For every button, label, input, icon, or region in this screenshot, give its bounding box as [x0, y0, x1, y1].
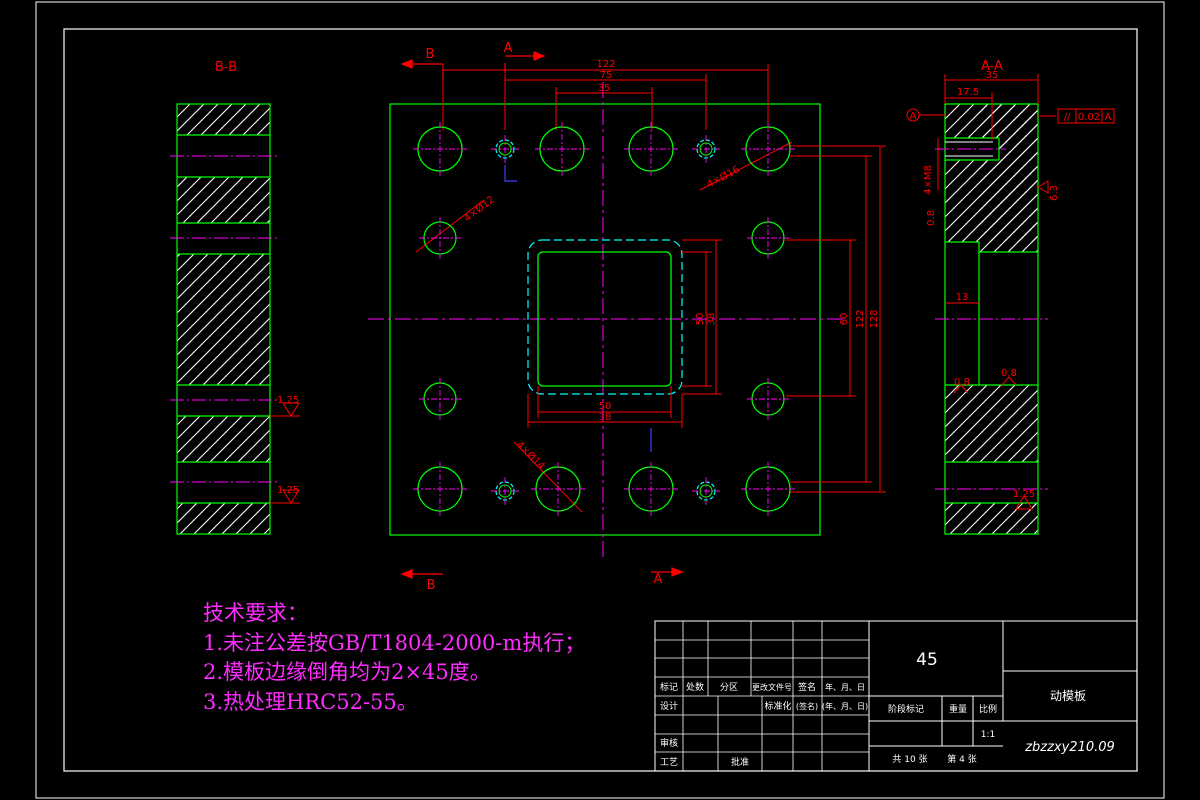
change-doc-label: 更改文件号 — [752, 682, 792, 692]
thread-minor-diameter — [498, 142, 512, 156]
scale-label: 比例 — [979, 703, 997, 715]
section-bb-view: B-B 1.25 1.25 — [170, 60, 300, 535]
thread-minor-diameter — [498, 484, 512, 498]
cut-label-a-top: A — [504, 41, 513, 56]
thread-label: 4×M8 — [923, 165, 934, 195]
dim-122: 122 — [596, 59, 615, 70]
sign-label: 签名 — [798, 681, 816, 693]
title-block — [654, 620, 1138, 772]
dim-50-h: 50 — [599, 401, 612, 412]
roughness-0-8-b: 0.8 — [1001, 368, 1017, 379]
sign-placeholder: (签名) — [796, 701, 818, 711]
count-label: 处数 — [686, 681, 704, 693]
thread-minor-diameter — [699, 484, 713, 498]
notes-title: 技术要求： — [203, 601, 308, 625]
pocket-outer — [527, 239, 683, 395]
hole-group — [413, 122, 795, 516]
cut-label-b-bottom: B — [427, 578, 436, 593]
notes-line-2: 2.模板边缘倒角均为2×45度。 — [203, 660, 491, 684]
dim-60-v: 60 — [839, 313, 850, 326]
dim-38-h: 38 — [599, 412, 612, 423]
roughness-0-8-a: 0.8 — [954, 377, 970, 388]
section-aa-label: A-A — [981, 59, 1003, 74]
cut-label-a-bottom: A — [654, 572, 663, 587]
material-value: 45 — [916, 650, 938, 670]
zone-label: 分区 — [720, 682, 738, 693]
notes-line-1: 1.未注公差按GB/T1804-2000-m执行； — [203, 631, 585, 655]
title-block-text: 45 动模板 zbzzxy210.09 标记 处数 分区 更改文件号 签名 年、… — [660, 650, 1115, 768]
mark-label: 标记 — [660, 681, 678, 693]
aa-dim-13: 13 — [956, 292, 969, 303]
dim-75: 75 — [600, 70, 613, 81]
scale-value: 1:1 — [981, 730, 995, 740]
dim-38-v: 38 — [706, 313, 717, 326]
section-bb-label: B-B — [215, 60, 237, 75]
roughness-1-25-aa: 1.25 — [1013, 489, 1035, 500]
thread-minor-diameter — [699, 142, 713, 156]
aa-dim-17-5: 17.5 — [957, 87, 979, 98]
tolerance-symbol: // — [1064, 112, 1071, 123]
dim-122-v: 122 — [855, 309, 866, 328]
aa-dim-35: 35 — [986, 70, 999, 81]
tolerance-ref: A — [1105, 112, 1112, 123]
design-label: 设计 — [660, 700, 678, 712]
roughness-label: 1.25 — [277, 395, 299, 406]
part-name: 动模板 — [1050, 689, 1086, 703]
review-label: 审核 — [660, 737, 678, 749]
standardize-label: 标准化 — [764, 700, 791, 712]
roughness-6-3: 6.3 — [1049, 185, 1060, 201]
holes-14-label: 4×Ø14 — [514, 439, 547, 472]
plan-view: B A B A 122 75 35 50 38 60 122 128 — [368, 41, 886, 593]
pocket-inner — [537, 251, 672, 387]
roughness-0-8-left: 0.8 — [926, 210, 937, 226]
outer-border — [35, 1, 1165, 799]
process-label: 工艺 — [660, 757, 678, 768]
sheets-total: 共 10 张 — [892, 754, 927, 765]
date-label: 年、月、日 — [825, 682, 865, 692]
weight-label: 重量 — [949, 703, 967, 715]
inner-border — [63, 28, 1138, 772]
section-aa-view: A-A — [906, 59, 1115, 535]
date-placeholder: (年、月、日) — [822, 701, 868, 711]
stage-label: 阶段标记 — [888, 703, 924, 715]
drawing-number: zbzzxy210.09 — [1024, 740, 1115, 755]
holes-16-label: 4×Ø16 — [705, 163, 742, 190]
notes-line-3: 3.热处理HRC52-55。 — [203, 690, 418, 714]
dim-35: 35 — [598, 83, 611, 94]
sheet-number: 第 4 张 — [947, 753, 976, 765]
cut-label-b-top: B — [426, 47, 435, 62]
tolerance-value: 0.02 — [1078, 112, 1100, 123]
dim-128-v: 128 — [869, 309, 880, 328]
dim-50-v: 50 — [695, 313, 706, 326]
approve-label: 批准 — [731, 756, 749, 768]
technical-requirements: 技术要求： 1.未注公差按GB/T1804-2000-m执行； 2.模板边缘倒角… — [203, 601, 585, 714]
datum-a: A — [910, 111, 917, 122]
holes-12-label: 4×Ø12 — [462, 194, 497, 225]
roughness-label: 1.25 — [277, 485, 299, 496]
